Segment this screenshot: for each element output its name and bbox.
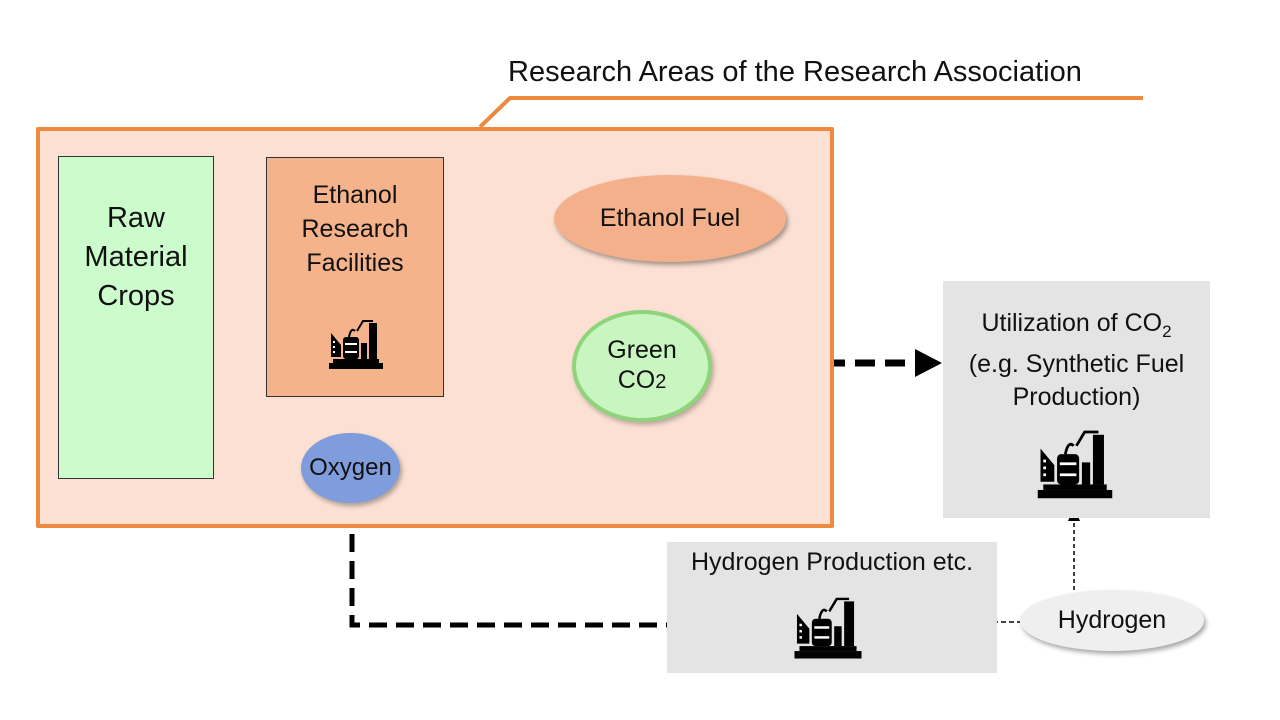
green-co2-ellipse: Green CO2 xyxy=(572,310,712,422)
utilization-line-1: Utilization of CO2 xyxy=(981,309,1172,341)
utilization-co2-box: Utilization of CO2 (e.g. Synthetic Fuel … xyxy=(943,281,1210,518)
raw-line-2: Material xyxy=(84,241,188,273)
ethanol-line-3: Facilities xyxy=(306,249,404,277)
utilization-line-3: Production) xyxy=(1012,383,1141,411)
raw-material-crops-box: Raw Material Crops xyxy=(58,156,214,479)
line-h2prod-to-oxygen xyxy=(349,503,738,628)
ethanol-research-facilities-box: Ethanol Research Facilities xyxy=(266,157,444,397)
green-co2-line-1: Green xyxy=(607,336,677,364)
hydrogen-production-box: Hydrogen Production etc. xyxy=(667,542,997,673)
factory-icon xyxy=(329,320,383,369)
ethanol-line-2: Research xyxy=(301,215,409,243)
green-co2-line-2: CO2 xyxy=(617,366,667,394)
ethanol-fuel-ellipse: Ethanol Fuel xyxy=(554,175,786,262)
arrowhead-co2-to-utilization xyxy=(915,349,942,377)
factory-icon xyxy=(1037,430,1113,499)
title-bracket-line xyxy=(478,96,1143,129)
ethanol-line-1: Ethanol xyxy=(312,181,398,209)
diagram-title: Research Areas of the Research Associati… xyxy=(508,56,1082,88)
raw-line-3: Crops xyxy=(97,280,175,312)
hydrogen-ellipse: Hydrogen xyxy=(1020,590,1204,651)
raw-line-1: Raw xyxy=(106,202,165,234)
utilization-line-2: (e.g. Synthetic Fuel xyxy=(968,350,1185,378)
hydrogen-production-label: Hydrogen Production etc. xyxy=(690,548,974,576)
factory-icon xyxy=(794,597,862,659)
oxygen-ellipse: Oxygen xyxy=(301,433,400,503)
